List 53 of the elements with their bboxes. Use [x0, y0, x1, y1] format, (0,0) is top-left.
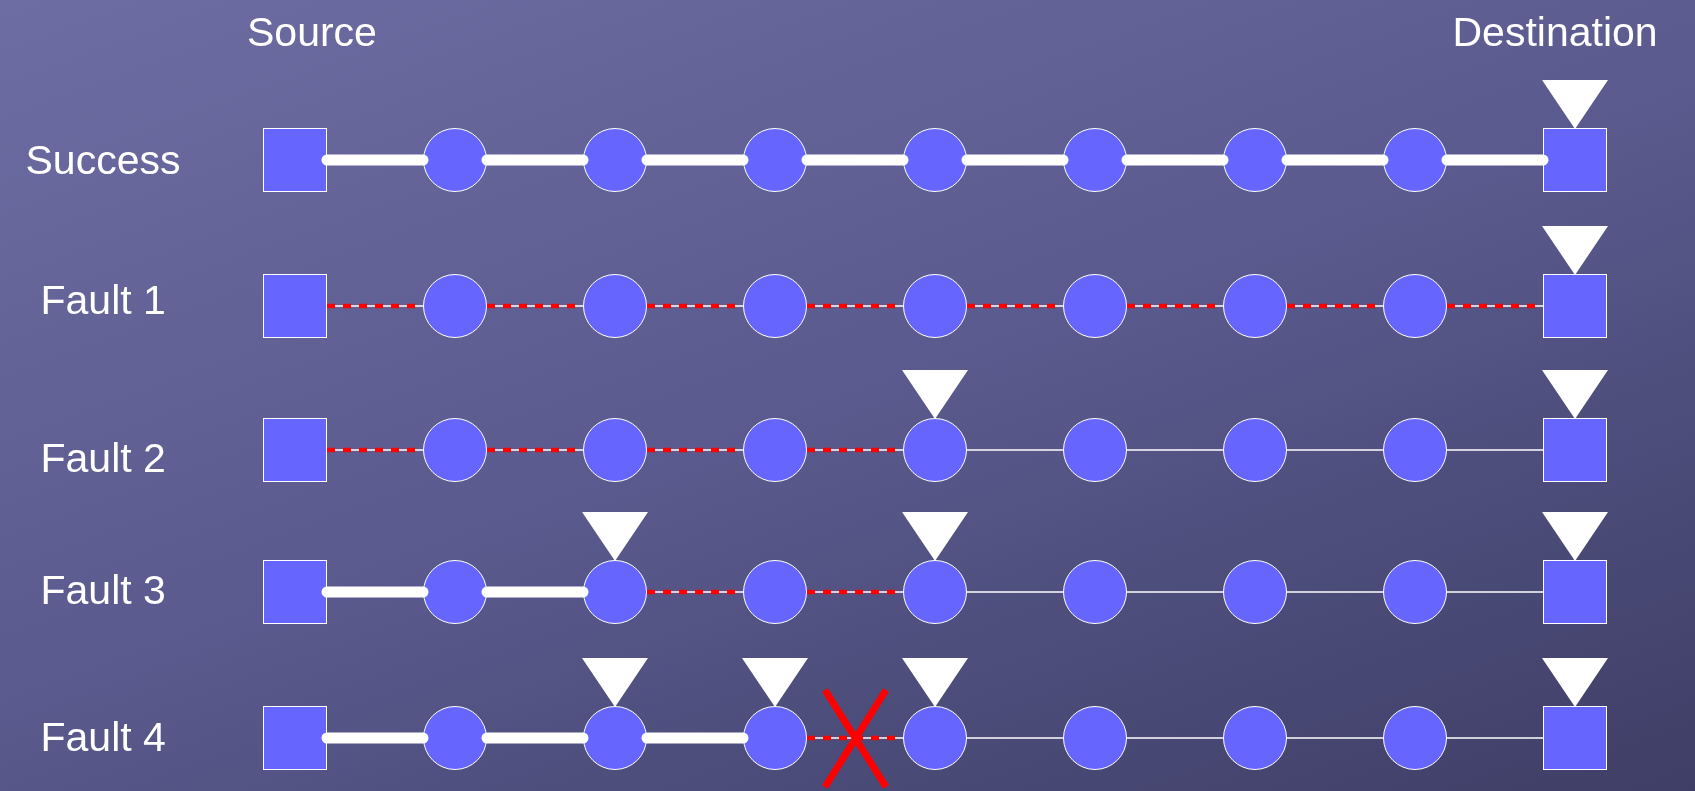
- square-node: [263, 274, 327, 338]
- thick-path-line: [1281, 154, 1389, 166]
- triangle-marker: [582, 512, 648, 561]
- square-node: [1543, 418, 1607, 482]
- thick-path-line: [481, 732, 589, 744]
- square-node: [1543, 706, 1607, 770]
- square-node: [263, 418, 327, 482]
- thick-path-line: [1441, 154, 1549, 166]
- square-node: [263, 560, 327, 624]
- thick-path-line: [801, 154, 909, 166]
- triangle-marker: [1542, 658, 1608, 707]
- connector-line: [1286, 591, 1384, 593]
- column-heading: Source: [247, 11, 377, 53]
- triangle-marker: [1542, 512, 1608, 561]
- connector-line: [1446, 591, 1544, 593]
- triangle-marker: [742, 658, 808, 707]
- row-label: Fault 4: [40, 716, 166, 758]
- thick-path-line: [641, 154, 749, 166]
- thick-path-line: [321, 586, 429, 598]
- connector-line: [966, 737, 1064, 739]
- thick-path-line: [1121, 154, 1229, 166]
- thick-path-line: [641, 732, 749, 744]
- triangle-marker: [902, 370, 968, 419]
- thick-path-line: [481, 586, 589, 598]
- connector-line: [1286, 737, 1384, 739]
- connector-line: [966, 591, 1064, 593]
- connector-line: [1126, 737, 1224, 739]
- row-label: Fault 2: [40, 437, 166, 479]
- square-node: [1543, 274, 1607, 338]
- thick-path-line: [961, 154, 1069, 166]
- triangle-marker: [582, 658, 648, 707]
- row-label: Success: [25, 139, 181, 181]
- connector-line: [1286, 449, 1384, 451]
- square-node: [1543, 128, 1607, 192]
- column-heading: Destination: [1452, 11, 1658, 53]
- square-node: [263, 128, 327, 192]
- triangle-marker: [1542, 370, 1608, 419]
- connector-line: [1446, 449, 1544, 451]
- thick-path-line: [321, 732, 429, 744]
- triangle-marker: [1542, 226, 1608, 275]
- triangle-marker: [902, 512, 968, 561]
- square-node: [263, 706, 327, 770]
- triangle-marker: [1542, 80, 1608, 129]
- connector-line: [1126, 591, 1224, 593]
- thick-path-line: [321, 154, 429, 166]
- thick-path-line: [481, 154, 589, 166]
- connector-line: [1446, 737, 1544, 739]
- square-node: [1543, 560, 1607, 624]
- row-label: Fault 1: [40, 279, 166, 321]
- connector-line: [1126, 449, 1224, 451]
- row-label: Fault 3: [40, 569, 166, 611]
- connector-line: [966, 449, 1064, 451]
- triangle-marker: [902, 658, 968, 707]
